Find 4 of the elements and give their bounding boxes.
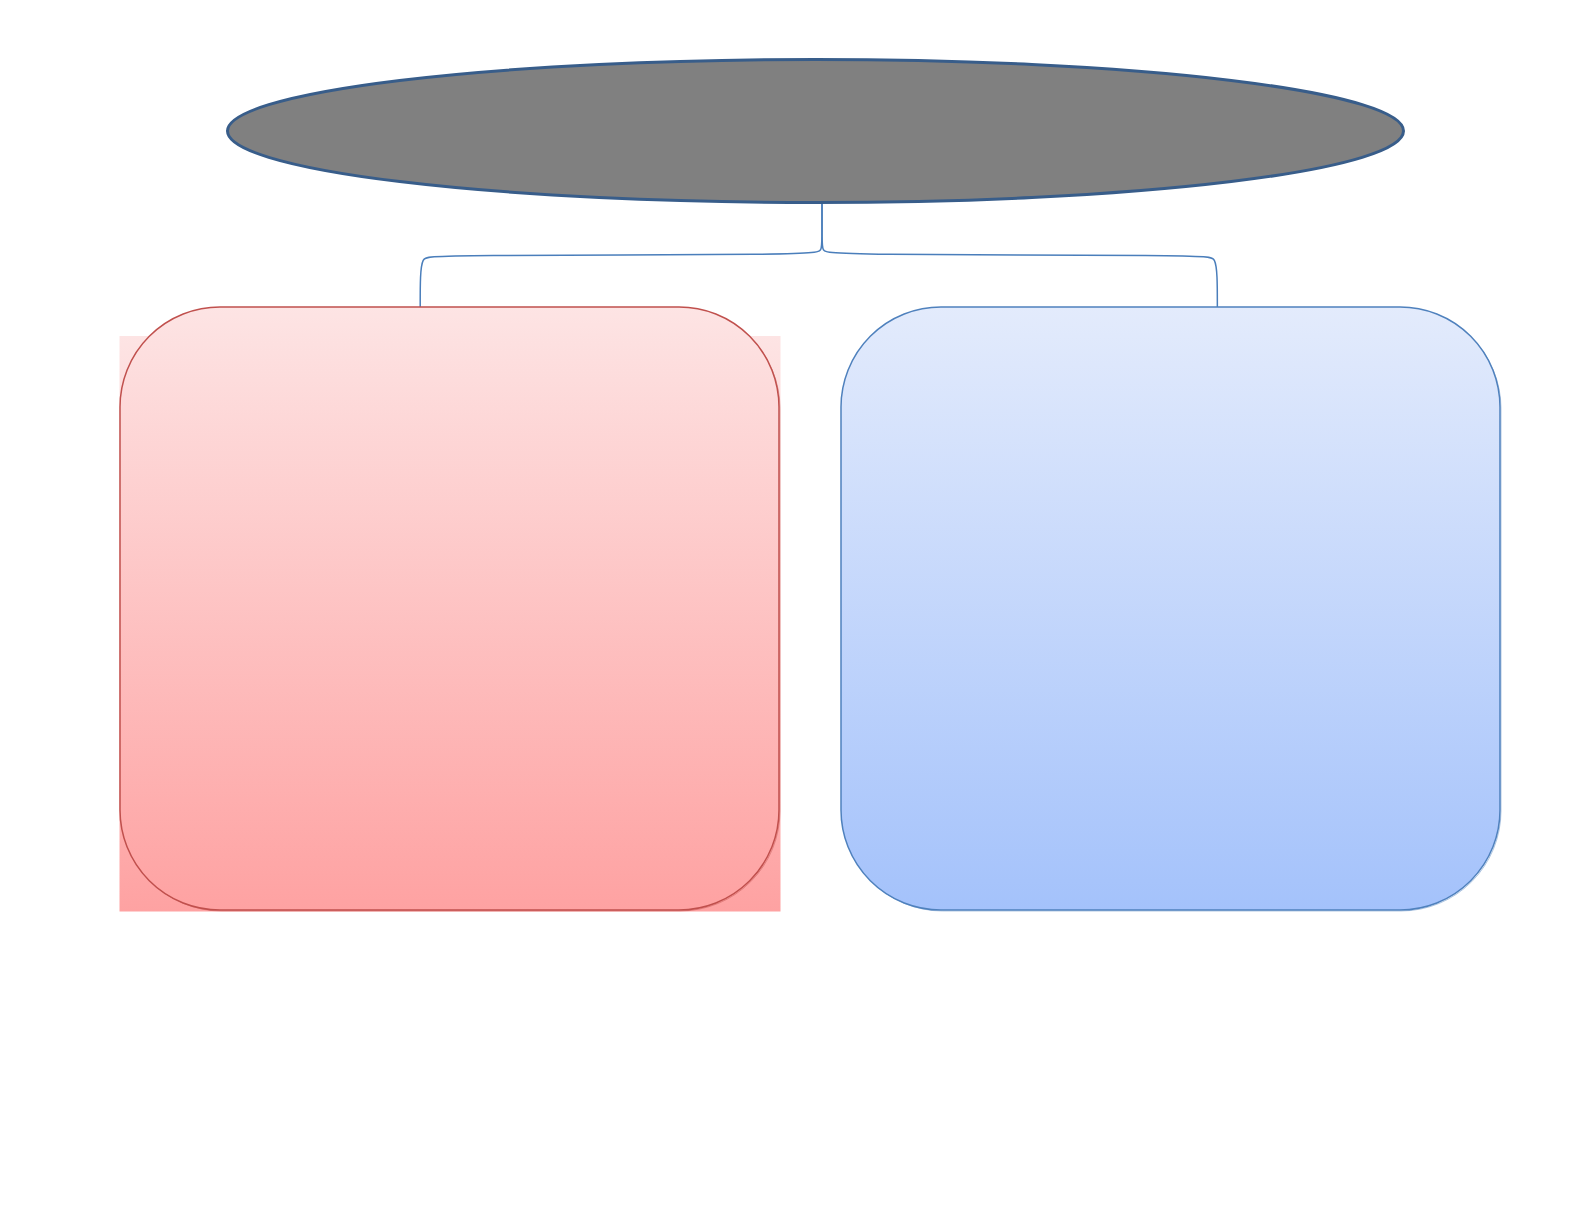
rounded-rectangle — [119, 306, 781, 912]
ellipse — [226, 58, 1405, 204]
rounded-rectangle — [840, 306, 1502, 912]
bracket-connector — [821, 203, 1219, 308]
